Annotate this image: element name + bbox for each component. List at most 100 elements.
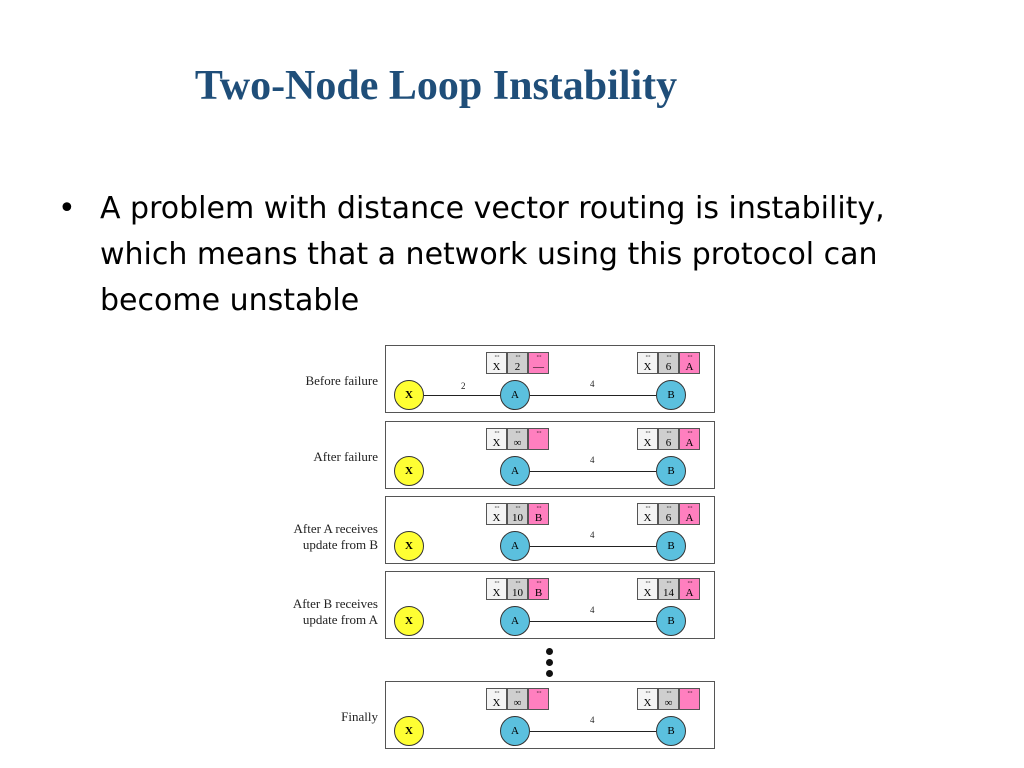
cell-value: X <box>643 697 652 709</box>
cell-value: 6 <box>665 512 672 524</box>
routing-table-cell: ···14 <box>658 578 679 600</box>
link-cost-x-a: 2 <box>461 381 466 391</box>
routing-table-cell: ···X <box>486 578 507 600</box>
node-b: B <box>656 531 686 561</box>
routing-table-cell: ···A <box>679 503 700 525</box>
cell-value: 6 <box>665 361 672 373</box>
routing-table-cell: ···X <box>486 352 507 374</box>
routing-table-a: ···X···2···— <box>486 352 549 374</box>
routing-table-cell: ···6 <box>658 428 679 450</box>
ellipsis-icon: ··· <box>645 578 651 587</box>
ellipsis-icon: ··· <box>666 578 672 587</box>
ellipsis-icon: ··· <box>687 688 693 697</box>
ellipsis-icon: ··· <box>515 352 521 361</box>
node-x: X <box>394 380 424 410</box>
cell-value: X <box>643 437 652 449</box>
routing-table-cell: ···A <box>679 428 700 450</box>
link-a-b <box>530 546 656 547</box>
cell-value: ∞ <box>513 697 522 709</box>
row-label: After failure <box>313 449 378 464</box>
ellipsis-icon: ··· <box>515 688 521 697</box>
node-a: A <box>500 716 530 746</box>
link-x-a <box>424 395 500 396</box>
routing-table-b: ···X···∞··· <box>637 688 700 710</box>
routing-table-cell: ···X <box>637 352 658 374</box>
node-b: B <box>656 606 686 636</box>
node-b: B <box>656 456 686 486</box>
ellipsis-icon: ··· <box>645 503 651 512</box>
ellipsis-icon: ··· <box>494 503 500 512</box>
bullet-dot: • <box>58 191 76 226</box>
cell-value: A <box>685 587 694 599</box>
ellipsis-icon: ··· <box>494 578 500 587</box>
cell-value: B <box>534 512 543 524</box>
node-x: X <box>394 456 424 486</box>
cell-value: X <box>643 587 652 599</box>
routing-table-cell: ···X <box>637 578 658 600</box>
cell-value: 14 <box>663 587 674 599</box>
routing-table-cell: ···A <box>679 578 700 600</box>
routing-table-b: ···X···6···A <box>637 352 700 374</box>
routing-table-cell: ···10 <box>507 578 528 600</box>
routing-table-cell: ···∞ <box>507 428 528 450</box>
link-a-b <box>530 731 656 732</box>
row-label: After B receives update from A <box>292 596 378 627</box>
routing-table-a: ···X···∞··· <box>486 688 549 710</box>
node-x: X <box>394 716 424 746</box>
ellipsis-icon: ··· <box>687 352 693 361</box>
link-cost-a-b: 4 <box>590 530 595 540</box>
routing-table-a: ···X···∞··· <box>486 428 549 450</box>
routing-table-cell: ···X <box>637 688 658 710</box>
routing-table-cell: ···X <box>637 503 658 525</box>
routing-table-cell: ···A <box>679 352 700 374</box>
ellipsis-icon: ··· <box>666 503 672 512</box>
routing-table-cell: ···X <box>486 688 507 710</box>
routing-table-cell: ···X <box>486 428 507 450</box>
routing-table-cell: ···2 <box>507 352 528 374</box>
ellipsis-icon: ··· <box>536 352 542 361</box>
row-label: Before failure <box>305 373 378 388</box>
routing-table-cell: ···∞ <box>658 688 679 710</box>
routing-table-cell: ···B <box>528 578 549 600</box>
ellipsis-icon: ··· <box>645 688 651 697</box>
link-cost-a-b: 4 <box>590 605 595 615</box>
cell-value: — <box>533 361 544 373</box>
ellipsis-icon: ··· <box>515 578 521 587</box>
node-a: A <box>500 380 530 410</box>
cell-value: A <box>685 512 694 524</box>
cell-value: 6 <box>665 437 672 449</box>
ellipsis-icon: ··· <box>494 352 500 361</box>
ellipsis-icon: ··· <box>687 503 693 512</box>
routing-table-cell: ···∞ <box>507 688 528 710</box>
routing-table-cell: ···X <box>637 428 658 450</box>
bullet-text: A problem with distance vector routing i… <box>100 191 885 318</box>
node-b: B <box>656 380 686 410</box>
ellipsis-icon: ··· <box>494 688 500 697</box>
ellipsis-icon: ··· <box>536 578 542 587</box>
ellipsis-icon: ··· <box>536 688 542 697</box>
cell-value: B <box>534 587 543 599</box>
routing-table-cell: ··· <box>679 688 700 710</box>
node-x: X <box>394 606 424 636</box>
cell-value: X <box>643 361 652 373</box>
link-cost-a-b: 4 <box>590 379 595 389</box>
cell-value: X <box>643 512 652 524</box>
ellipsis-icon: ··· <box>515 428 521 437</box>
slide-title: Two-Node Loop Instability <box>194 63 678 109</box>
ellipsis-icon: ··· <box>515 503 521 512</box>
ellipsis-icon: ··· <box>666 352 672 361</box>
row-label: Finally <box>341 709 378 724</box>
routing-table-b: ···X···6···A <box>637 503 700 525</box>
link-a-b <box>530 395 656 396</box>
node-a: A <box>500 531 530 561</box>
cell-value: X <box>492 697 501 709</box>
ellipsis-icon: ··· <box>536 503 542 512</box>
cell-value: ∞ <box>664 697 673 709</box>
ellipsis-icon: ··· <box>666 428 672 437</box>
link-a-b <box>530 471 656 472</box>
routing-table-b: ···X···6···A <box>637 428 700 450</box>
link-cost-a-b: 4 <box>590 455 595 465</box>
node-a: A <box>500 606 530 636</box>
cell-value: X <box>492 361 501 373</box>
routing-table-a: ···X···10···B <box>486 578 549 600</box>
